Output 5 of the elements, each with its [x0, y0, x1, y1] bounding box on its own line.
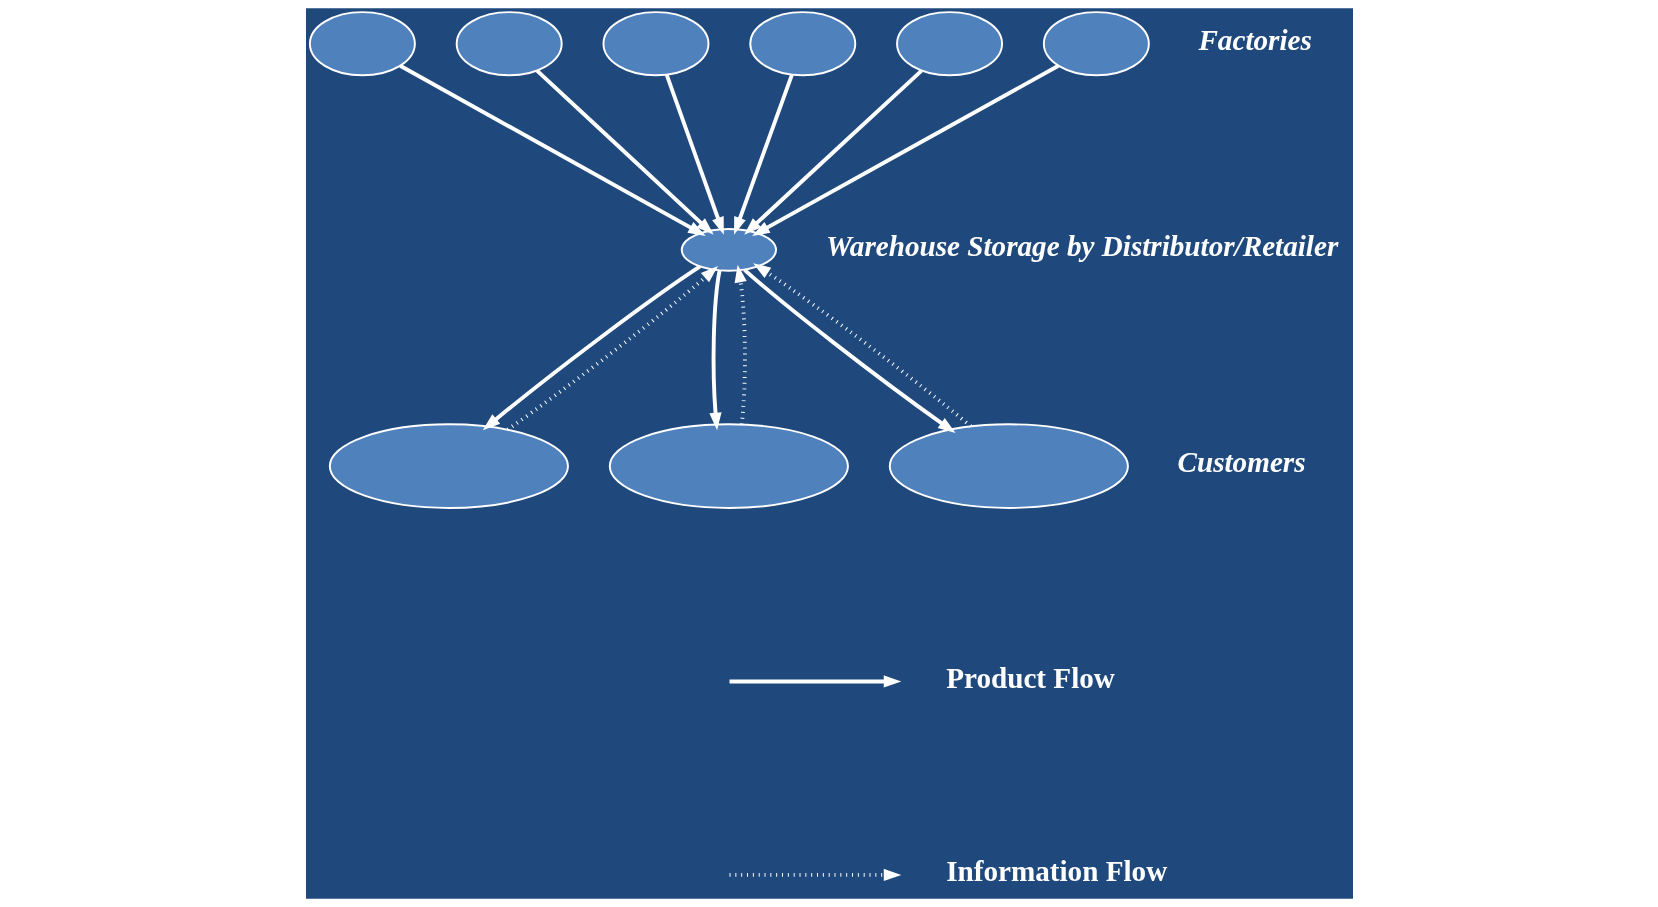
label: Customers: [1177, 446, 1306, 479]
legend-label: Product Flow: [945, 661, 1115, 694]
legend-label: Information Flow: [945, 855, 1167, 888]
label: Factories: [1197, 24, 1312, 57]
label: Warehouse Storage by Distributor/Retailer: [825, 230, 1338, 263]
